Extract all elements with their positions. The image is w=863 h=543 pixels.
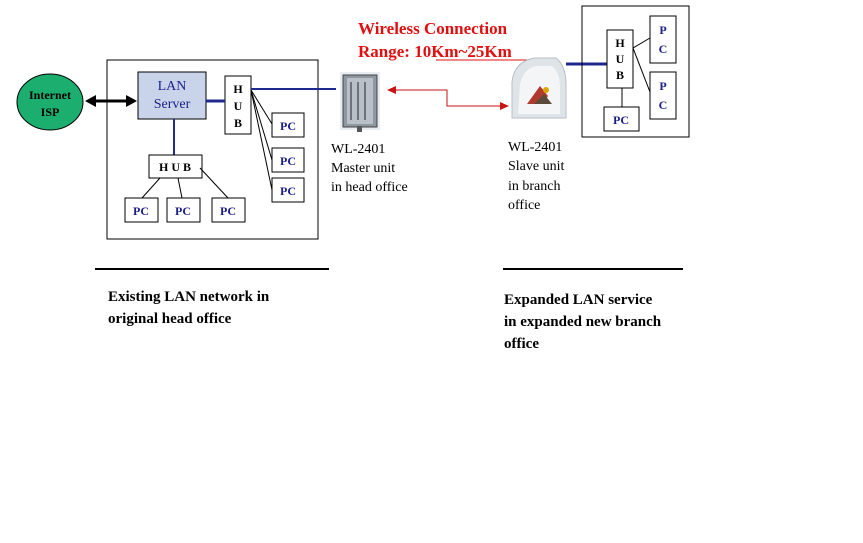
branch-pc-1-letter-1: P xyxy=(659,23,666,37)
branch-caption-line3: office xyxy=(504,336,539,352)
antenna-panel-icon xyxy=(340,72,380,132)
master-unit-label-line3: in head office xyxy=(331,180,408,195)
master-unit-label-line2: Master unit xyxy=(331,161,395,176)
head-hub-vertical: H U B xyxy=(224,75,252,135)
branch-pc-3: PC xyxy=(603,106,640,132)
isp-label-line1: Internet xyxy=(29,88,71,102)
branch-pc-2-letter-1: P xyxy=(659,79,666,93)
pc-label: PC xyxy=(175,204,191,218)
branch-caption-line1: Expanded LAN service xyxy=(504,292,653,308)
lan-server-node: LAN Server xyxy=(137,71,207,120)
wireless-title: Wireless Connection xyxy=(358,19,508,38)
head-hub-horizontal-label: H U B xyxy=(159,160,191,174)
branch-pc-1: P C xyxy=(649,15,677,64)
master-unit-label: WL-2401 Master unit in head office xyxy=(331,142,408,195)
slave-unit-label: WL-2401 Slave unit in branch office xyxy=(508,140,564,213)
pc-label: PC xyxy=(280,184,296,198)
lan-server-label-line2: Server xyxy=(154,97,191,112)
slave-unit-label-line4: office xyxy=(508,198,540,213)
head-hub-vertical-letter-2: U xyxy=(234,99,243,113)
branch-pc-2: P C xyxy=(649,71,677,120)
branch-office-frame xyxy=(581,5,690,138)
head-pc-bottom-1: PC xyxy=(124,197,159,223)
branch-caption-line2: in expanded new branch xyxy=(504,314,662,330)
pc-label: PC xyxy=(220,204,236,218)
lan-server-label-line1: LAN xyxy=(158,79,187,94)
head-caption-line2: original head office xyxy=(108,311,232,327)
head-office-frame xyxy=(106,59,319,240)
head-caption-line1: Existing LAN network in xyxy=(108,289,270,305)
head-pc-right-2: PC xyxy=(271,147,305,173)
branch-hub-letter-2: U xyxy=(616,52,625,66)
head-hub-vertical-letter-1: H xyxy=(233,82,243,96)
slave-unit-label-line2: Slave unit xyxy=(508,159,564,174)
head-pc-bottom-2: PC xyxy=(166,197,201,223)
branch-office-caption: Expanded LAN service in expanded new bra… xyxy=(504,292,662,352)
head-hub-vertical-letter-3: B xyxy=(234,116,242,130)
head-office-caption: Existing LAN network in original head of… xyxy=(108,289,270,327)
dish-antenna-icon xyxy=(511,57,567,119)
bottom-hub-pc-connectors xyxy=(141,167,229,199)
isp-label-line2: ISP xyxy=(41,105,60,119)
master-unit-label-line1: WL-2401 xyxy=(331,142,385,157)
slave-unit-label-line1: WL-2401 xyxy=(508,140,562,155)
pc-label: PC xyxy=(133,204,149,218)
wireless-info: Wireless Connection Range: 10Km~25Km xyxy=(358,19,537,61)
slave-unit-label-line3: in branch xyxy=(508,179,560,194)
head-pc-right-1: PC xyxy=(271,112,305,138)
hub-pc-connectors xyxy=(250,89,273,191)
branch-pc-2-letter-2: C xyxy=(659,98,668,112)
wireless-range: Range: 10Km~25Km xyxy=(358,42,512,61)
head-pc-right-3: PC xyxy=(271,177,305,203)
head-pc-bottom-3: PC xyxy=(211,197,246,223)
internet-isp-node: Internet ISP xyxy=(16,73,84,131)
branch-hub-letter-1: H xyxy=(615,36,625,50)
branch-pc-1-letter-2: C xyxy=(659,42,668,56)
isp-link-arrow xyxy=(85,95,137,107)
head-hub-horizontal: H U B xyxy=(148,154,203,179)
branch-hub-vertical: H U B xyxy=(606,29,634,89)
pc-label: PC xyxy=(280,119,296,133)
branch-connectors xyxy=(621,37,651,107)
branch-pc-3-label: PC xyxy=(613,113,629,127)
pc-label: PC xyxy=(280,154,296,168)
branch-hub-letter-3: B xyxy=(616,68,624,82)
wireless-link-arrow xyxy=(387,86,509,110)
